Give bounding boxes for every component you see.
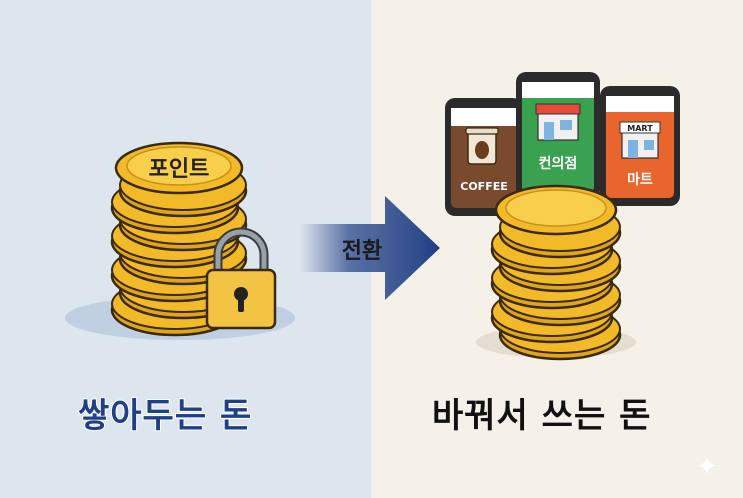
coffee-cup-icon <box>465 127 499 165</box>
convenience-store-icon <box>535 103 581 141</box>
coin-stack-right <box>476 184 636 361</box>
lock-icon <box>205 227 277 330</box>
mart-sign: MART <box>627 124 653 133</box>
sparkle-icon: ✦ <box>696 452 718 482</box>
caption-saved-money: 쌓아두는 돈 <box>77 395 253 437</box>
phone-convenience: 컨의점 <box>516 72 600 200</box>
phone-coffee: COFFEE <box>445 98 523 216</box>
caption-spent-money: 바꿔서 쓰는 돈 <box>432 396 652 436</box>
arrow-label: 전환 <box>342 239 382 264</box>
phone-label-mart: 마트 <box>627 172 653 188</box>
phone-label-convenience: 컨의점 <box>539 155 578 172</box>
coin-icon <box>114 141 244 195</box>
phone-mart: MART 마트 <box>600 86 680 206</box>
coin-label: 포인트 <box>149 157 210 182</box>
arrow-icon <box>300 196 440 300</box>
phone-label-coffee: COFFEE <box>460 180 507 193</box>
mart-icon: MART <box>619 121 661 159</box>
coin-icon <box>494 184 618 236</box>
coin-stack-left: 포인트 <box>65 141 295 340</box>
